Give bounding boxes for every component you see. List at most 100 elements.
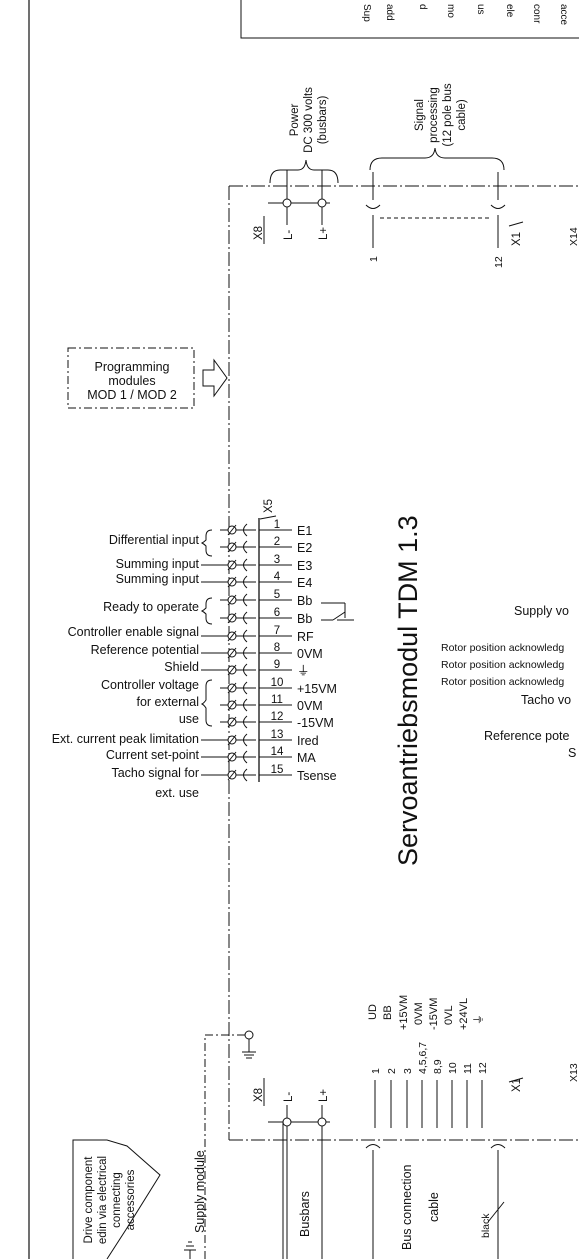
bus-signal-labels: UD BB +15VM 0VM -15VM 0VL +24VL ⏚ [367, 995, 485, 1030]
supply-module-label: Supply module [193, 1150, 207, 1233]
terminal-signal: E4 [297, 576, 312, 590]
terminal-signal: E1 [297, 524, 312, 538]
svg-text:⏚: ⏚ [472, 1014, 485, 1025]
bus-pin: 8,9 [432, 1059, 444, 1128]
terminal-description: Tacho signal for [111, 766, 199, 780]
terminal-signal: Tsense [297, 769, 337, 783]
terminal-pin: 11 [271, 694, 283, 706]
terminal-description: Differential input [109, 533, 200, 547]
drive-component-text: Drive component edin via electrical conn… [83, 1156, 137, 1244]
l-plus-top: L+ [318, 227, 330, 240]
terminal-signal: E3 [297, 559, 312, 573]
x8-bottom-label: X8 [253, 1088, 265, 1102]
terminal-description: Ext. current peak limitation [52, 732, 199, 746]
right-label: Tacho vo [521, 693, 571, 707]
terminal-description: Reference potential [91, 643, 199, 657]
terminal-pin: 13 [271, 729, 284, 741]
bus-pin: 12 [477, 1062, 489, 1128]
l-plus-bottom: L+ [318, 1089, 330, 1102]
module-title: Servoantriebsmodul TDM 1.3 [393, 515, 423, 866]
svg-text:+24VL: +24VL [458, 998, 470, 1030]
svg-text:4,5,6,7: 4,5,6,7 [417, 1042, 429, 1074]
top-right-word: add [384, 4, 395, 21]
x1-top-underline [508, 221, 524, 227]
terminal-pin: 10 [271, 677, 284, 689]
terminal-pin: 14 [271, 746, 284, 758]
right-label: Rotor position acknowledg [441, 659, 564, 671]
terminal-pin: 7 [274, 625, 280, 637]
svg-text:10: 10 [447, 1062, 459, 1074]
svg-text:8,9: 8,9 [432, 1059, 444, 1074]
svg-text:processing: processing [428, 87, 440, 143]
terminal-signal: +15VM [297, 682, 337, 696]
svg-text:MOD 1 / MOD 2: MOD 1 / MOD 2 [87, 388, 177, 402]
terminal-description: Summing input [116, 572, 200, 586]
svg-text:DC 300 volts: DC 300 volts [303, 87, 315, 153]
terminal-row: 9⏚Shield [164, 659, 309, 678]
top-pin-first: 1 [368, 256, 380, 262]
terminal-signal: RF [297, 630, 314, 644]
right-label: S [568, 746, 576, 760]
svg-text:Signal: Signal [414, 99, 426, 131]
svg-text:accessories: accessories [125, 1169, 137, 1230]
programming-box-text: Programming modules MOD 1 / MOD 2 [87, 360, 177, 402]
top-right-word: us [475, 4, 486, 15]
svg-text:cable): cable) [456, 99, 468, 130]
bottom-power-terminals [268, 1105, 330, 1259]
terminal-pin: 2 [274, 536, 280, 548]
l-minus-top: L- [283, 230, 295, 240]
top-power-terminals [268, 170, 330, 225]
svg-text:12: 12 [477, 1062, 489, 1074]
terminal-description: Summing input [116, 557, 200, 571]
right-label: Rotor position acknowledg [441, 642, 564, 654]
busbars-label: Busbars [298, 1191, 312, 1237]
right-label: Supply vo [514, 604, 569, 618]
svg-text:modules: modules [108, 374, 155, 388]
top-pin-last: 12 [493, 256, 505, 268]
svg-text:11: 11 [462, 1063, 474, 1074]
terminal-pin: 6 [274, 607, 280, 619]
right-label: Rotor position acknowledg [441, 676, 564, 688]
svg-text:(busbars): (busbars) [317, 96, 329, 145]
top-right-word: ele [504, 4, 515, 18]
svg-text:0VL: 0VL [443, 1005, 455, 1025]
x5-underline [259, 515, 277, 520]
svg-text:BB: BB [382, 1005, 394, 1020]
svg-text:1: 1 [370, 1068, 382, 1074]
terminal-pin: 1 [274, 519, 280, 531]
power-brace [269, 159, 339, 184]
bus-connection-label: Bus connection [400, 1164, 414, 1250]
terminal-signal: -15VM [297, 716, 334, 730]
terminal-pin: 8 [274, 642, 280, 654]
terminal-pin: 5 [274, 589, 280, 601]
svg-text:Programming: Programming [94, 360, 169, 374]
tacho-second-line: ext. use [155, 786, 199, 800]
cable-label: cable [427, 1192, 441, 1222]
bus-cable [365, 1144, 506, 1259]
terminal-pin: 12 [271, 711, 284, 723]
bus-pin: 1 [370, 1068, 382, 1128]
terminal-description: Ready to operate [103, 600, 199, 614]
x1-bottom-label: X1 [511, 1078, 523, 1092]
programming-box [67, 347, 195, 409]
relay-contact [321, 602, 354, 621]
terminal-description: Current set-point [106, 748, 200, 762]
top-right-word: mo [445, 4, 456, 18]
svg-text:2: 2 [386, 1068, 398, 1074]
svg-text:+15VM: +15VM [398, 995, 410, 1030]
bus-pin: 3 [402, 1068, 414, 1128]
bus-pin: 2 [386, 1068, 398, 1128]
bus-pin: 10 [447, 1062, 459, 1128]
top-right-panel: Sup add d mo us ele conr acce [240, 0, 579, 39]
